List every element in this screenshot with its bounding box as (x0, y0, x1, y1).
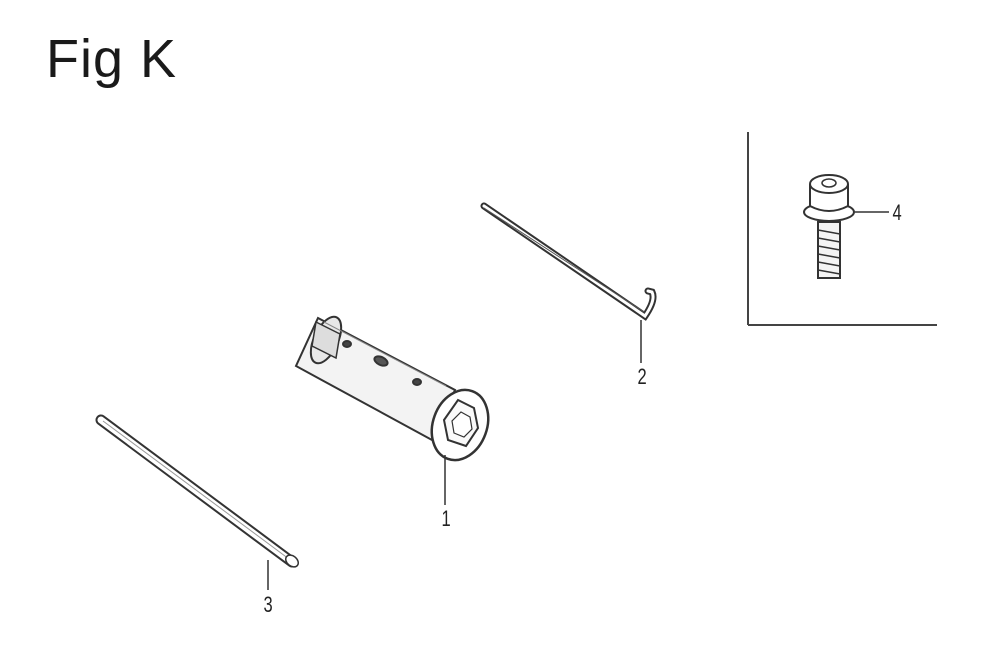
callout-4: 4 (892, 200, 902, 225)
hex-key-part (480, 202, 657, 321)
callout-3: 3 (263, 592, 273, 617)
callout-1: 1 (441, 506, 451, 531)
callout-2: 2 (637, 364, 647, 389)
tommy-bar-part (95, 414, 300, 568)
socket-wrench-part (294, 315, 490, 462)
leader-lines (267, 211, 889, 590)
bolt-part (803, 174, 855, 279)
inset-frame (747, 132, 937, 326)
figure-title: Fig K (46, 29, 178, 89)
